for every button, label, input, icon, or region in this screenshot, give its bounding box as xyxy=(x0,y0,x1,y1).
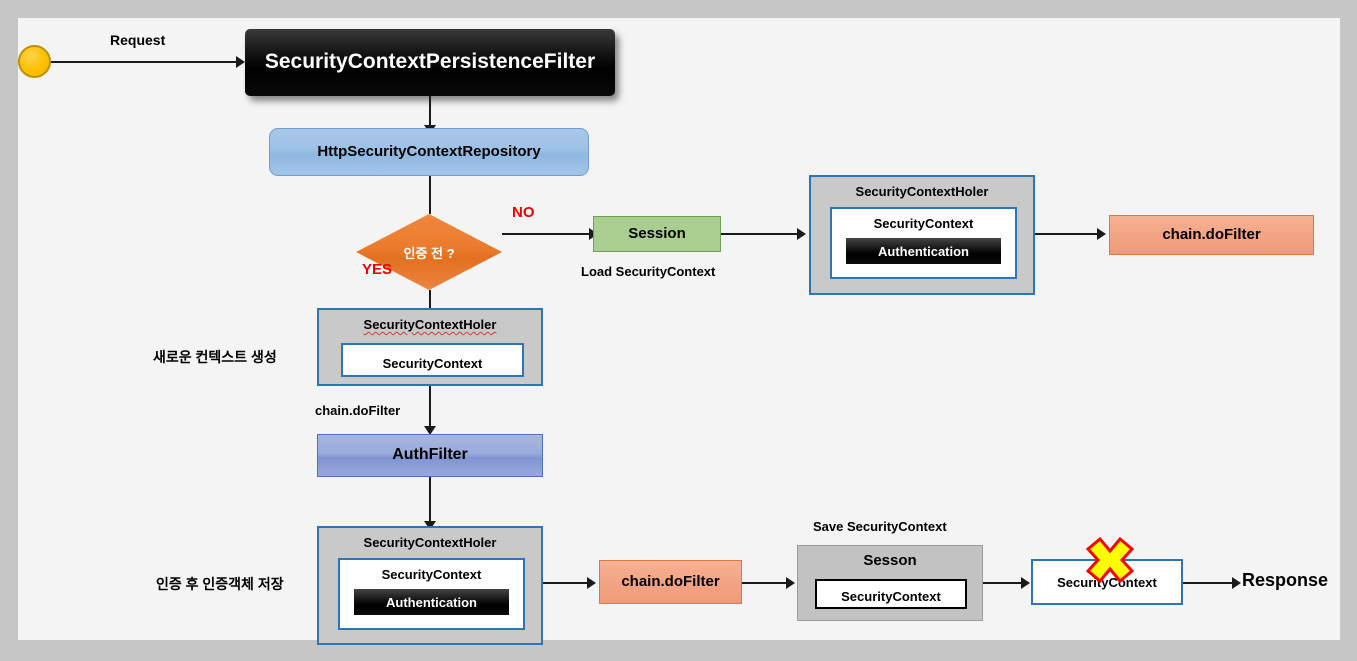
connector-repository-to-decision xyxy=(429,176,431,214)
inner-security-context: SecurityContext xyxy=(815,579,967,609)
node-session-top: Session xyxy=(593,216,721,252)
label-save-security-context: Save SecurityContext xyxy=(813,519,947,534)
connector-cleared-to-response xyxy=(1183,582,1236,584)
node-chain-dofilter-bottom: chain.doFilter xyxy=(599,560,742,604)
node-decision-authenticated: 인증 전 ? xyxy=(356,214,502,290)
arrowhead-holder-to-chain-top xyxy=(1097,228,1106,240)
connector-holder-to-chain-top xyxy=(1035,233,1101,235)
inner-security-context: SecurityContext xyxy=(341,343,524,377)
connector-chain-to-sesson xyxy=(742,582,790,584)
security-context-label: SecurityContext xyxy=(841,589,941,604)
inner-security-context: SecurityContext Authentication xyxy=(338,558,525,630)
holder-title: SecurityContextHoler xyxy=(855,184,989,199)
x-mark-icon xyxy=(1085,536,1135,584)
arrowhead-holder-to-chain-bottom xyxy=(587,577,596,589)
label-store-auth-object: 인증 후 인증객체 저장 xyxy=(156,576,284,592)
node-http-security-context-repository: HttpSecurityContextRepository xyxy=(269,128,589,176)
node-auth-filter: AuthFilter xyxy=(317,434,543,477)
node-label: SecurityContext xyxy=(1057,574,1157,590)
connector-start-to-filter xyxy=(51,61,243,63)
connector-holder-to-chain-bottom xyxy=(543,582,591,584)
security-context-label: SecurityContext xyxy=(381,567,482,582)
label-request: Request xyxy=(110,32,166,48)
connector-sesson-to-cleared xyxy=(983,582,1025,584)
arrowhead-holder-to-authfilter xyxy=(424,426,436,435)
diagram-canvas: Request SecurityContextPersistenceFilter… xyxy=(18,18,1340,645)
node-label: Session xyxy=(628,225,686,243)
node-security-context-cleared: SecurityContext xyxy=(1031,559,1183,605)
arrowhead-cleared-to-response xyxy=(1232,577,1241,589)
node-label: chain.doFilter xyxy=(1162,226,1261,244)
arrowhead-chain-to-sesson xyxy=(786,577,795,589)
label-response: Response xyxy=(1242,570,1329,590)
connector-decision-yes xyxy=(429,290,431,324)
connector-authfilter-to-holder-bottom xyxy=(429,477,431,529)
connector-filter-to-repository xyxy=(429,96,431,132)
security-context-label: SecurityContext xyxy=(873,216,974,231)
node-security-context-holder-top: SecurityContextHoler SecurityContext Aut… xyxy=(809,175,1035,295)
node-chain-dofilter-top: chain.doFilter xyxy=(1109,215,1314,255)
label-load-security-context: Load SecurityContext xyxy=(581,264,716,279)
holder-title: SecurityContextHoler xyxy=(363,317,497,332)
label-chain-dofilter-edge: chain.doFilter xyxy=(315,403,401,418)
node-security-context-persistence-filter: SecurityContextPersistenceFilter xyxy=(245,29,615,96)
node-label: HttpSecurityContextRepository xyxy=(317,143,541,161)
inner-security-context: SecurityContext Authentication xyxy=(830,207,1017,279)
label-yes-branch: YES xyxy=(362,261,393,278)
arrowhead-sesson-to-cleared xyxy=(1021,577,1030,589)
start-node xyxy=(18,45,51,78)
node-label: AuthFilter xyxy=(392,446,468,464)
x-mark-svg xyxy=(1085,536,1135,584)
connector-session-to-holder-top xyxy=(721,233,801,235)
session-title: Sesson xyxy=(863,552,917,569)
node-session-bottom: Sesson SecurityContext xyxy=(797,545,983,621)
security-context-label: SecurityContext xyxy=(382,356,483,371)
arrowhead-start-to-filter xyxy=(236,56,245,68)
connector-decision-no xyxy=(502,233,596,235)
holder-title: SecurityContextHoler xyxy=(363,535,497,550)
node-security-context-holder-middle: SecurityContextHoler SecurityContext xyxy=(317,308,543,386)
authentication-box: Authentication xyxy=(354,589,509,615)
label-new-context-created: 새로운 컨텍스트 생성 xyxy=(153,349,277,365)
authentication-box: Authentication xyxy=(846,238,1001,264)
arrowhead-session-to-holder-top xyxy=(797,228,806,240)
arrowhead-authfilter-to-holder-bottom xyxy=(424,521,436,530)
node-label: chain.doFilter xyxy=(621,573,720,591)
decision-label: 인증 전 ? xyxy=(403,245,455,261)
node-security-context-holder-bottom: SecurityContextHoler SecurityContext Aut… xyxy=(317,526,543,645)
label-no-branch: NO xyxy=(512,204,535,221)
node-label: SecurityContextPersistenceFilter xyxy=(264,50,596,74)
connector-holder-to-authfilter xyxy=(429,386,431,433)
